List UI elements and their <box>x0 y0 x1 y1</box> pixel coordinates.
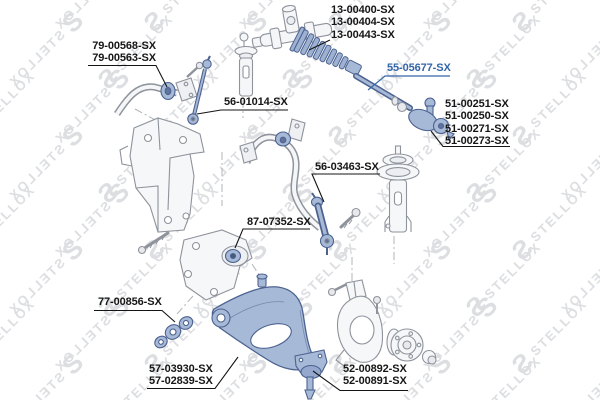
stabilizer-bar-left-drawing <box>114 61 204 116</box>
subframe-bolt-drawing <box>137 231 170 255</box>
strut-right-drawing <box>376 145 420 233</box>
selected-leader-line <box>367 75 450 91</box>
part-number-57-03930[interactable]: 57-03930-SX <box>149 363 213 375</box>
part-number-57-02839[interactable]: 57-02839-SX <box>149 375 213 388</box>
part-number-52-00892[interactable]: 52-00892-SX <box>343 363 407 375</box>
part-number-87-07352[interactable]: 87-07352-SX <box>247 216 311 228</box>
mount-bracket-drawing <box>179 229 253 301</box>
stabilizer-bushing-part[interactable] <box>160 81 176 101</box>
part-number-13-00443[interactable]: 13-00443-SX <box>331 28 395 41</box>
label-group-13: 13-00400-SX 13-00404-SX 13-00443-SX <box>331 4 395 41</box>
steering-boot-part[interactable] <box>289 26 366 83</box>
strut-top-drawing <box>234 32 258 97</box>
label-group-87: 87-07352-SX <box>247 216 311 228</box>
part-number-56-03463[interactable]: 56-03463-SX <box>315 161 379 173</box>
part-link-55-05677-selected[interactable]: 55-05677-SX <box>387 62 451 74</box>
control-arm-part[interactable] <box>211 273 314 371</box>
part-number-51-00251[interactable]: 51-00251-SX <box>445 98 509 110</box>
part-number-13-00404[interactable]: 13-00404-SX <box>331 16 395 29</box>
label-group-77: 77-00856-SX <box>98 296 162 308</box>
stabilizer-link-center-part[interactable] <box>310 192 335 255</box>
part-number-51-00273[interactable]: 51-00273-SX <box>445 135 509 148</box>
mount-bushing-part[interactable] <box>224 248 242 264</box>
tie-rod-end-part[interactable] <box>405 97 455 142</box>
stabilizer-bushing-center-part[interactable] <box>274 131 292 147</box>
label-group-56-01014: 56-01014-SX <box>224 96 288 108</box>
stabilizer-link-left-part[interactable] <box>187 55 212 125</box>
label-group-56-03463: 56-03463-SX <box>315 161 379 173</box>
label-group-57: 57-03930-SX 57-02839-SX <box>149 363 213 388</box>
part-number-79-00568[interactable]: 79-00568-SX <box>92 40 156 52</box>
link-bolt-drawing <box>339 207 361 229</box>
label-group-52: 52-00892-SX 52-00891-SX <box>343 363 407 388</box>
part-number-77-00856[interactable]: 77-00856-SX <box>98 296 162 308</box>
part-number-51-00250[interactable]: 51-00250-SX <box>445 110 509 123</box>
part-number-79-00563[interactable]: 79-00563-SX <box>92 52 156 65</box>
part-number-51-00271[interactable]: 51-00271-SX <box>445 122 509 135</box>
stabilizer-bar-center-drawing <box>239 118 323 231</box>
ball-joint-part[interactable] <box>294 349 328 400</box>
part-number-13-00400[interactable]: 13-00400-SX <box>331 4 395 16</box>
leader-lines <box>88 39 510 392</box>
inner-tie-rod-part[interactable] <box>353 73 413 113</box>
label-group-51: 51-00251-SX 51-00250-SX 51-00271-SX 51-0… <box>445 98 509 148</box>
part-number-52-00891[interactable]: 52-00891-SX <box>343 375 407 388</box>
knuckle-drawing <box>327 279 384 367</box>
subframe-drawing <box>119 117 205 233</box>
part-number-56-01014[interactable]: 56-01014-SX <box>224 96 288 108</box>
wheel-hub-drawing <box>386 328 437 365</box>
label-group-79: 79-00568-SX 79-00563-SX <box>88 40 156 65</box>
control-arm-bushings-part[interactable] <box>153 314 196 350</box>
label-group-55-selected: 55-05677-SX <box>387 62 451 74</box>
